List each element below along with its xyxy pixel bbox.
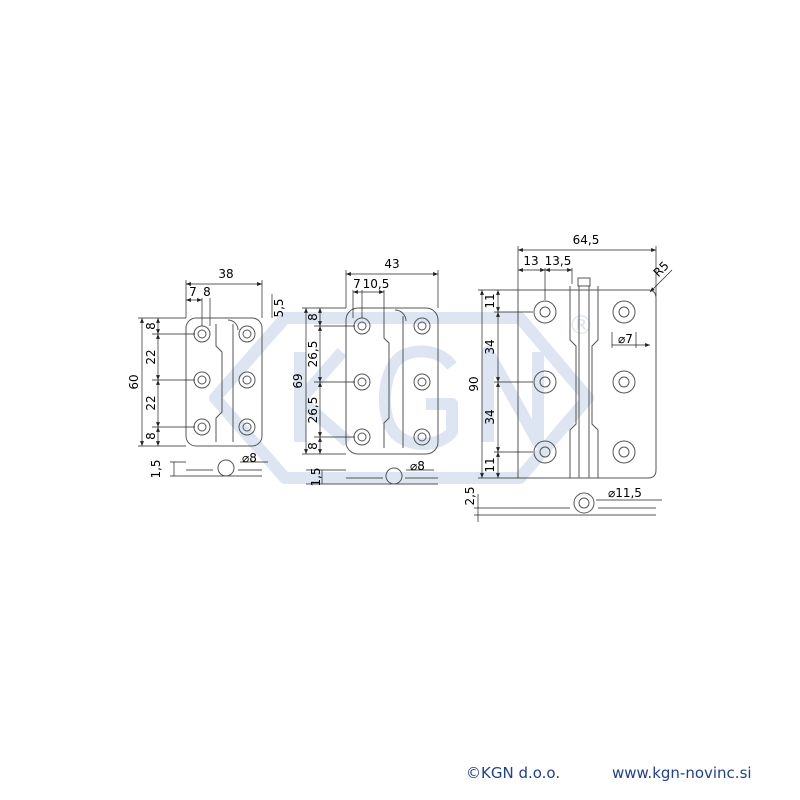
hinge-69-height-label: 69	[291, 373, 305, 388]
hinge-60-knuckle	[215, 319, 239, 442]
hinge-60-edge-bottom-label: 8	[144, 432, 158, 440]
hinge-69-pitch-1-label: 26,5	[306, 341, 320, 368]
hinge-90-holes	[533, 300, 636, 464]
hinge-90-thickness-label: 2,5	[463, 486, 477, 505]
hinge-69-knuckle-dia-label: ⌀8	[410, 459, 425, 473]
footer-website-link[interactable]: www.kgn-novinc.si	[612, 764, 752, 782]
hinge-69-edge-bottom-label: 8	[306, 442, 320, 450]
hinge-60-labels: 38 7 8 5,5 60 8 22 22 8 1,5 ⌀8	[127, 267, 286, 479]
hinge-69-thickness-label: 1,5	[309, 467, 323, 486]
hinge-69-drawing	[345, 307, 439, 485]
hinge-90-offset-a-label: 13	[523, 254, 538, 268]
hinge-69-labels: 43 7 10,5 69 8 26,5 26,5 8 1,5 ⌀8	[291, 257, 425, 487]
hinge-69-width-label: 43	[384, 257, 399, 271]
hinge-60-width-label: 38	[218, 267, 233, 281]
hinge-69-edge-top-label: 8	[306, 313, 320, 321]
hinge-69-knuckle-circle	[385, 467, 403, 485]
hinge-60-plate	[185, 317, 263, 447]
hinge-60-pitch-2-label: 22	[144, 395, 158, 410]
hinge-60-side-view	[186, 469, 262, 477]
hinge-90-knuckle-right	[591, 286, 599, 478]
hinge-90-pitch-1-label: 34	[483, 339, 497, 354]
watermark-n	[482, 346, 544, 448]
hinge-60-offset-b-label: 8	[203, 285, 211, 299]
hinge-69-plate	[345, 307, 439, 455]
hinge-69-offset-b-label: 10,5	[363, 277, 390, 291]
hinge-90-knuckle-left	[569, 286, 577, 478]
hinge-90-radius-label: R5	[651, 259, 672, 280]
hinge-60-knuckle-circle	[217, 459, 235, 477]
hinge-90-width-label: 64,5	[573, 233, 600, 247]
hinge-69-holes	[353, 317, 431, 446]
hinge-90-knuckle-dia-label: ⌀11,5	[608, 486, 642, 500]
hinge-60-drawing	[185, 317, 263, 477]
hinge-90-hole-dia-label: ⌀7	[618, 332, 633, 346]
hinge-69-knuckle	[383, 309, 407, 448]
hinge-69-pitch-2-label: 26,5	[306, 397, 320, 424]
hinge-90-height-label: 90	[467, 376, 481, 391]
hinge-60-height-label: 60	[127, 374, 141, 389]
footer-copyright: ©KGN d.o.o.	[466, 764, 561, 782]
hinge-90-drawing	[517, 277, 657, 516]
hinge-60-knuckle-dia-label: ⌀8	[242, 451, 257, 465]
hinge-90-offset-b-label: 13,5	[545, 254, 572, 268]
hinge-90-pitch-2-label: 34	[483, 409, 497, 424]
hinge-90-labels: 64,5 13 13,5 R5 ⌀7 90 11 34 34 11 2,5 ⌀1…	[463, 233, 672, 506]
registered-mark: ®	[568, 311, 594, 341]
hinge-90-pin-circle	[578, 497, 590, 509]
hinge-60-pitch-1-label: 22	[144, 349, 158, 364]
hinge-90-side-view	[518, 507, 656, 516]
hinge-60-dimension-lines	[138, 280, 273, 477]
hinge-60-edge-top-label: 8	[144, 322, 158, 330]
hinge-69-dimension-lines	[302, 270, 439, 485]
hinge-90-pin	[577, 277, 591, 478]
hinge-60-thickness-label: 1,5	[149, 459, 163, 478]
hinge-60-hole-dia-label: 5,5	[272, 298, 286, 317]
hinge-90-knuckle-circle	[573, 492, 595, 514]
hinge-90-edge-top-label: 11	[483, 293, 497, 308]
hinge-60-offset-a-label: 7	[189, 285, 197, 299]
hinge-90-edge-bottom-label: 11	[483, 457, 497, 472]
hinge-90-dimension-lines	[474, 246, 673, 522]
watermark-g	[378, 345, 458, 450]
hinge-69-offset-a-label: 7	[353, 277, 361, 291]
